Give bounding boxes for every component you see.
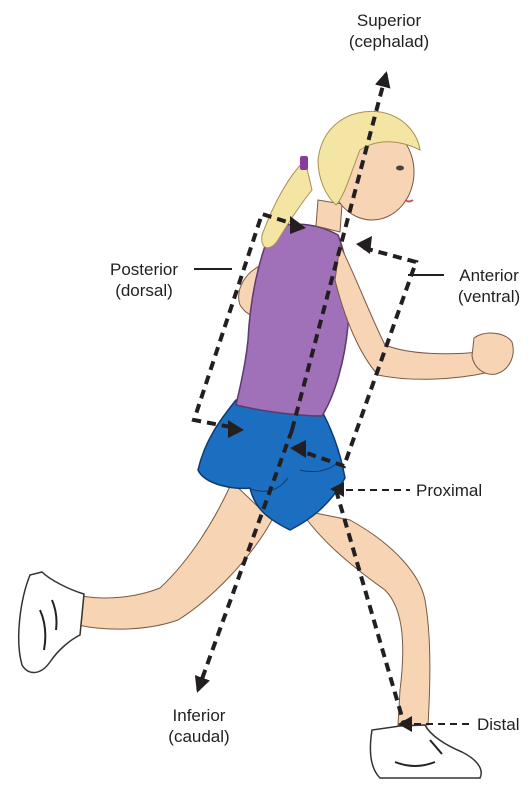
inferior-label-term: Inferior bbox=[144, 705, 254, 726]
posterior-label-term: Posterior bbox=[96, 259, 192, 280]
superior-label: Superior (cephalad) bbox=[334, 10, 444, 52]
inferior-label-synonym: (caudal) bbox=[144, 726, 254, 747]
distal-label: Distal bbox=[477, 714, 520, 735]
superior-label-term: Superior bbox=[334, 10, 444, 31]
inferior-label: Inferior (caudal) bbox=[144, 705, 254, 747]
proximal-label: Proximal bbox=[416, 480, 482, 501]
front-shoe bbox=[370, 725, 481, 778]
neck bbox=[316, 200, 342, 232]
shirt bbox=[236, 224, 350, 416]
front-leg bbox=[300, 510, 430, 725]
posterior-label: Posterior (dorsal) bbox=[96, 259, 192, 301]
superior-label-synonym: (cephalad) bbox=[334, 31, 444, 52]
fist bbox=[472, 333, 513, 374]
runner-figure bbox=[19, 111, 513, 778]
proximal-label-term: Proximal bbox=[416, 480, 482, 501]
anterior-label: Anterior (ventral) bbox=[446, 265, 532, 307]
posterior-label-synonym: (dorsal) bbox=[96, 280, 192, 301]
leg-axis bbox=[336, 490, 404, 724]
anterior-label-term: Anterior bbox=[446, 265, 532, 286]
distal-label-term: Distal bbox=[477, 714, 520, 735]
back-shoe bbox=[19, 572, 84, 673]
anterior-top-arrowhead bbox=[356, 236, 372, 254]
anterior-label-synonym: (ventral) bbox=[446, 286, 532, 307]
back-leg bbox=[78, 482, 272, 629]
